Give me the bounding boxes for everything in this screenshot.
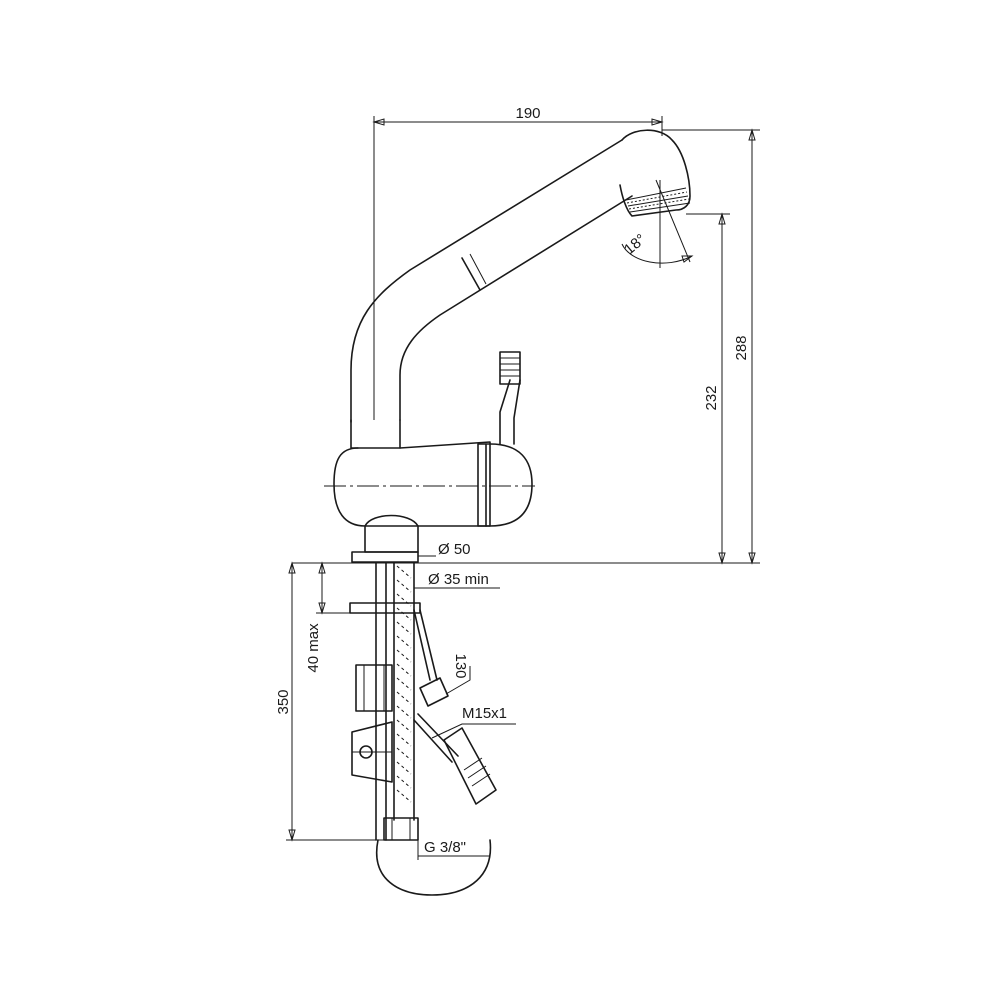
spout-inner-edge	[399, 195, 633, 421]
label-hose-bend: 130	[452, 653, 469, 678]
dim-deck-arrow-top	[318, 561, 326, 574]
spout-joint-inner	[469, 253, 487, 285]
dim-width-arrow-left	[372, 118, 385, 126]
label-spout-height: 232	[703, 385, 720, 410]
label-hose-length: 350	[275, 689, 292, 714]
label-hole-diameter: Ø 35 min	[428, 571, 489, 588]
dimension-labels: 190 288 232 18° Ø 50 Ø 35 min 40 max 350…	[275, 105, 750, 856]
hose-loop	[375, 839, 492, 896]
dim-total-height-arrow-top	[748, 128, 756, 141]
shank	[375, 562, 387, 841]
dimension-lines	[286, 116, 760, 860]
dim-total-height-arrow-bottom	[748, 552, 756, 565]
side-hose-upper-nut	[419, 677, 449, 707]
dim-hose-arrow-top	[288, 561, 296, 574]
lever-stem	[499, 379, 521, 445]
label-base-diameter: Ø 50	[438, 541, 471, 558]
dim-angle-slant	[655, 179, 691, 263]
dim-width-arrow-right	[651, 118, 664, 126]
dim-angle-arrow	[681, 255, 694, 263]
braided-hose	[393, 562, 415, 821]
label-total-height: 288	[733, 335, 750, 360]
fixing-nut-faces	[363, 665, 385, 711]
spout-outer-edge	[350, 139, 623, 423]
washer	[349, 602, 421, 614]
wing-nut-bolt	[359, 745, 373, 759]
inlet-fitting	[383, 817, 419, 841]
lever-handle	[499, 351, 521, 385]
dim-deck-arrow-bottom	[318, 602, 326, 615]
dim-spout-height-arrow-bottom	[718, 552, 726, 565]
dim-spout-height-arrow-top	[718, 212, 726, 225]
dim-bend-leader	[445, 666, 471, 695]
fixing-nut	[355, 664, 393, 712]
label-inlet-thread: G 3/8"	[424, 839, 466, 856]
spout-joint	[461, 257, 481, 291]
side-hose-lower-thread	[463, 757, 491, 787]
lever-housing	[477, 443, 533, 527]
spray-head	[619, 129, 691, 217]
faucet-outline	[324, 129, 691, 563]
base-neck	[364, 514, 419, 553]
mixer-body	[333, 441, 491, 527]
braid-pattern	[396, 565, 412, 803]
under-counter-assembly	[292, 562, 760, 896]
dim-hose-arrow-bottom	[288, 829, 296, 842]
dim-thread-leader	[431, 723, 516, 739]
side-hose-lower-fitting	[443, 727, 497, 805]
label-spray-angle: 18°	[621, 231, 649, 259]
wing-nut	[351, 721, 393, 783]
label-deck-thickness: 40 max	[305, 623, 322, 673]
label-width: 190	[515, 105, 540, 122]
spout-collar	[350, 419, 401, 449]
label-hose-thread: M15x1	[462, 705, 507, 722]
dim-inlet-leader	[417, 830, 490, 860]
inlet-fitting-faces	[391, 818, 411, 840]
base-plate	[351, 551, 419, 563]
side-hose-upper	[413, 609, 438, 681]
lever-grip	[500, 357, 520, 377]
